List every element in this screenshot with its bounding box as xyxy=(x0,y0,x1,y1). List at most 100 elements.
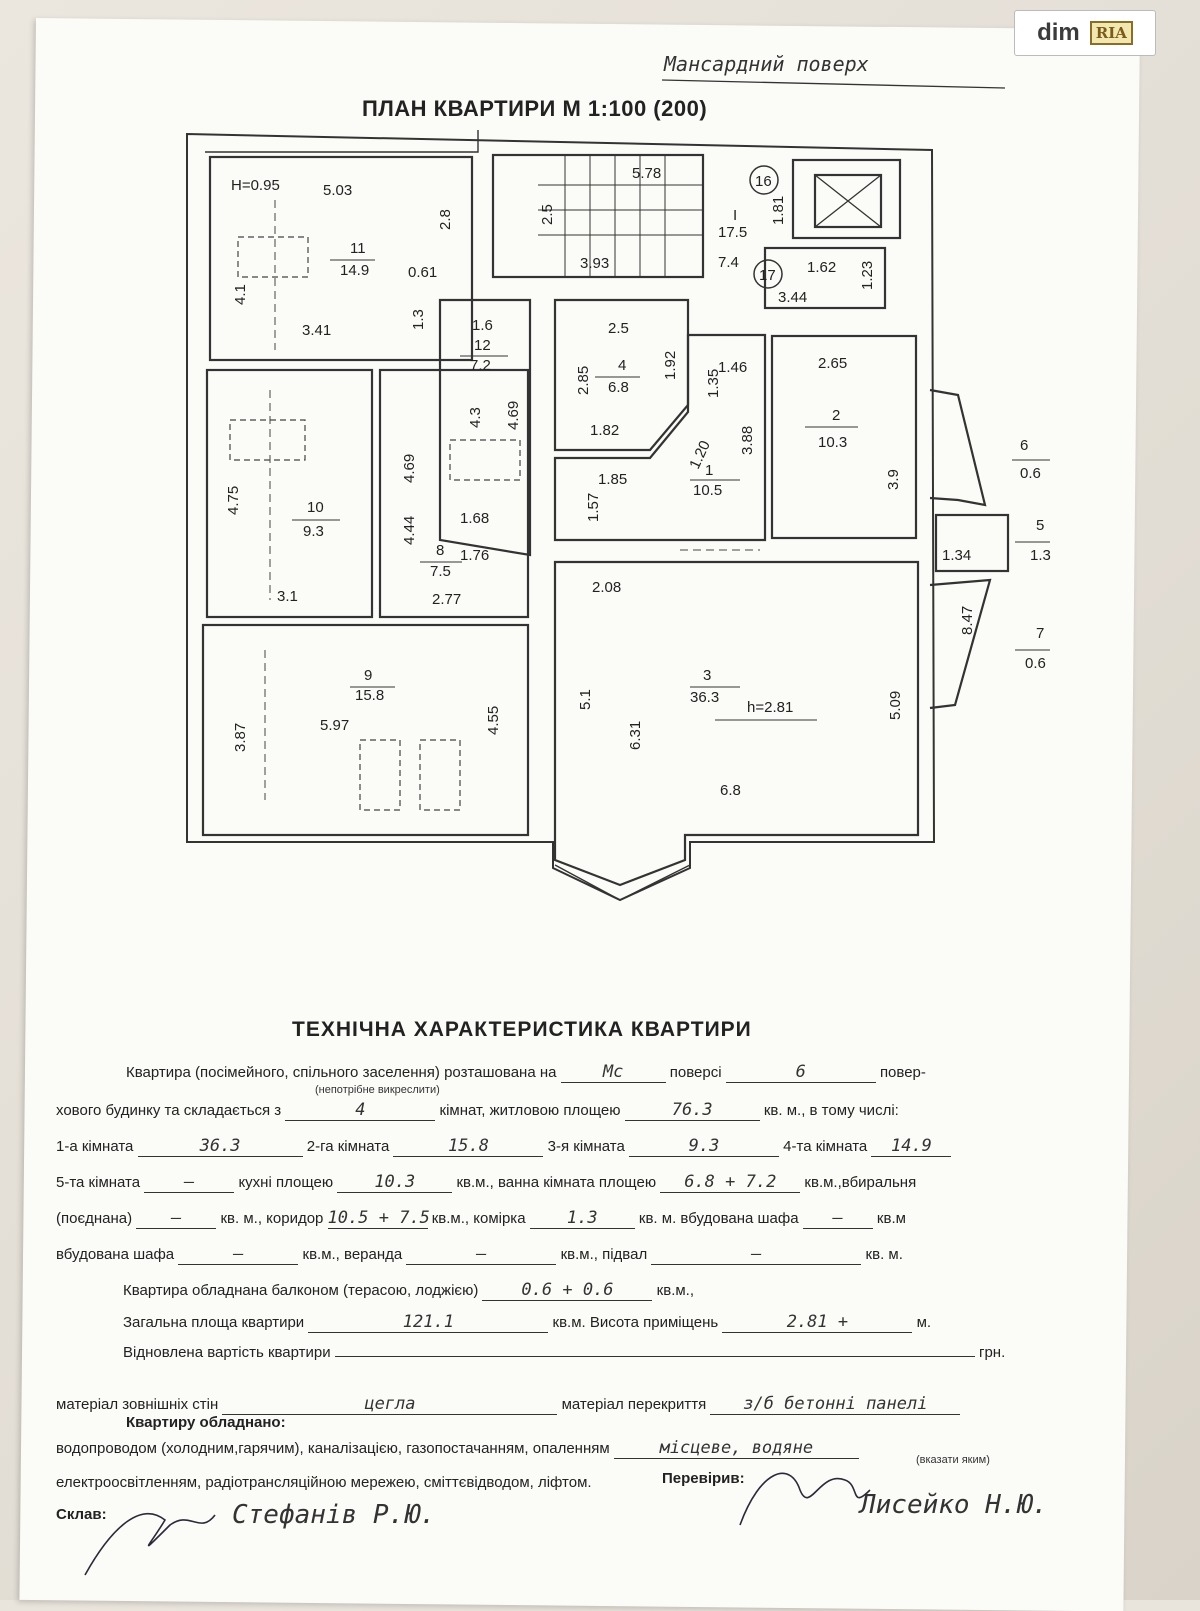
corridor-value: 10.5 + 7.5 xyxy=(327,1208,430,1229)
plan-label: 4.69 xyxy=(401,454,418,483)
spec-text: кв. м. вбудована шафа xyxy=(638,1210,799,1227)
plan-label: 15.8 xyxy=(355,687,384,704)
plan-label: 11 xyxy=(350,240,366,257)
plan-label: 2.77 xyxy=(432,591,461,608)
floor-value: Мс xyxy=(560,1062,666,1083)
plan-label: 2.5 xyxy=(539,204,556,225)
plan-label: 2.8 xyxy=(437,209,454,230)
plan-label: 2.08 xyxy=(592,579,621,596)
plan-label: 3 xyxy=(703,667,711,684)
plan-label: 8 xyxy=(436,542,444,559)
plan-label: 1.35 xyxy=(705,369,722,398)
plan-label: H=0.95 xyxy=(231,177,280,194)
wardrobe2-value: – xyxy=(178,1244,299,1265)
spec-text: вбудована шафа xyxy=(56,1246,175,1263)
plan-label: 3.87 xyxy=(232,723,249,752)
heating-value: місцеве, водяне xyxy=(613,1438,859,1459)
plan-label: 1.46 xyxy=(718,359,747,376)
plan-label: 4.1 xyxy=(232,284,249,305)
spec-text: хового будинку та складається з xyxy=(56,1102,282,1119)
plan-label: 2.85 xyxy=(575,366,592,395)
plan-label: 10.5 xyxy=(693,482,722,499)
spec-text: 3-я кімната xyxy=(547,1138,625,1155)
walls-material-value: цегла xyxy=(222,1394,558,1415)
spec-row-2: хового будинку та складається з 4 кімнат… xyxy=(56,1100,899,1121)
plan-label: 1.68 xyxy=(460,510,489,527)
watermark-ria: RIA xyxy=(1089,21,1133,45)
plan-label: 1.76 xyxy=(460,547,489,564)
plan-label: 4.75 xyxy=(225,486,242,515)
spec-text: 2-га кімната xyxy=(306,1138,390,1155)
plan-label: 8.47 xyxy=(959,606,976,635)
plan-label: 1.92 xyxy=(662,351,679,380)
plan-label: 10 xyxy=(307,499,324,516)
plan-label: 4.55 xyxy=(485,706,502,735)
plan-label: 3.88 xyxy=(739,426,756,455)
kitchen-value: 10.3 xyxy=(337,1172,453,1193)
spec-text: кв.м., ванна кімната площею xyxy=(456,1174,657,1191)
spec-text: кв.м., підвал xyxy=(560,1246,648,1263)
spec-text: Загальна площа квартири xyxy=(123,1314,305,1331)
spec-text: водопроводом (холодним,гарячим), каналіз… xyxy=(56,1440,610,1457)
plan-label: 5.97 xyxy=(320,717,349,734)
plan-label: 5.03 xyxy=(323,182,352,199)
heating-note: (вказати яким) xyxy=(916,1454,990,1466)
spec-text: кв.м xyxy=(876,1210,906,1227)
spec-text: кв.м., комірка xyxy=(431,1210,526,1227)
veranda-value: – xyxy=(406,1244,557,1265)
spec-text: 5-та кімната xyxy=(56,1174,141,1191)
spec-text: кв. м., коридор xyxy=(220,1210,324,1227)
spec-row-1: Квартира (посімейного, спільного заселен… xyxy=(126,1062,926,1083)
plan-label: 3.1 xyxy=(277,588,298,605)
floor-note-handwritten: Мансардний поверх xyxy=(664,52,869,76)
spec-note-strike: (непотрібне викреслити) xyxy=(315,1084,440,1096)
plan-label: 1 xyxy=(705,462,713,479)
plan-label: 3.93 xyxy=(580,255,609,272)
plan-label: 7.5 xyxy=(430,563,451,580)
plan-label: 1.81 xyxy=(770,196,787,225)
plan-label: 16 xyxy=(755,173,772,190)
plan-label: 9.3 xyxy=(303,523,324,540)
plan-label: 2 xyxy=(832,407,840,424)
plan-label: 1.3 xyxy=(410,309,427,330)
balcony-value: 0.6 + 0.6 xyxy=(482,1280,653,1301)
plan-label: 2.5 xyxy=(608,320,629,337)
plan-label: 1.34 xyxy=(942,547,971,564)
plan-title: ПЛАН КВАРТИРИ М 1:100 (200) xyxy=(362,96,708,121)
plan-label: 0.61 xyxy=(408,264,437,281)
storeroom-value: 1.3 xyxy=(529,1208,635,1229)
plan-label: 6.8 xyxy=(720,782,741,799)
spec-row-12: водопроводом (холодним,гарячим), каналіз… xyxy=(56,1438,859,1459)
spec-text: повер- xyxy=(879,1064,926,1081)
living-area-value: 76.3 xyxy=(624,1100,760,1121)
plan-label: 6.31 xyxy=(627,721,644,750)
cellar-value: – xyxy=(651,1244,862,1265)
plan-label: 3.41 xyxy=(302,322,331,339)
plan-label: 1.85 xyxy=(598,471,627,488)
plan-label: 36.3 xyxy=(690,689,719,706)
room4-value: 14.9 xyxy=(871,1136,952,1157)
spec-text: грн. xyxy=(978,1344,1006,1361)
plan-label: 9 xyxy=(364,667,372,684)
compiled-by-signature: Стефанів Р.Ю. xyxy=(232,1500,436,1530)
spec-text: 4-та кімната xyxy=(783,1138,868,1155)
plan-label: 1.62 xyxy=(807,259,836,276)
plan-label: 6 xyxy=(1020,437,1028,454)
plan-label: 7 xyxy=(1036,625,1044,642)
spec-text: кв.м., веранда xyxy=(302,1246,403,1263)
checked-by-label: Перевірив: xyxy=(662,1470,745,1487)
plan-label: 1.57 xyxy=(585,493,602,522)
plan-label: 0.6 xyxy=(1020,465,1041,482)
plan-label: 4 xyxy=(618,357,626,374)
plan-label: 7.4 xyxy=(718,254,739,271)
checked-by-signature: Лисейко Н.Ю. xyxy=(860,1490,1048,1520)
room5-value: – xyxy=(144,1172,235,1193)
room1-value: 36.3 xyxy=(137,1136,303,1157)
plan-label: 5 xyxy=(1036,517,1044,534)
plan-label: 2.65 xyxy=(818,355,847,372)
plan-label: 10.3 xyxy=(818,434,847,451)
spec-row-13: електроосвітленням, радіотрансляційною м… xyxy=(56,1474,592,1491)
spec-text: (поєднана) xyxy=(56,1210,133,1227)
spec-text: 1-а кімната xyxy=(56,1138,134,1155)
